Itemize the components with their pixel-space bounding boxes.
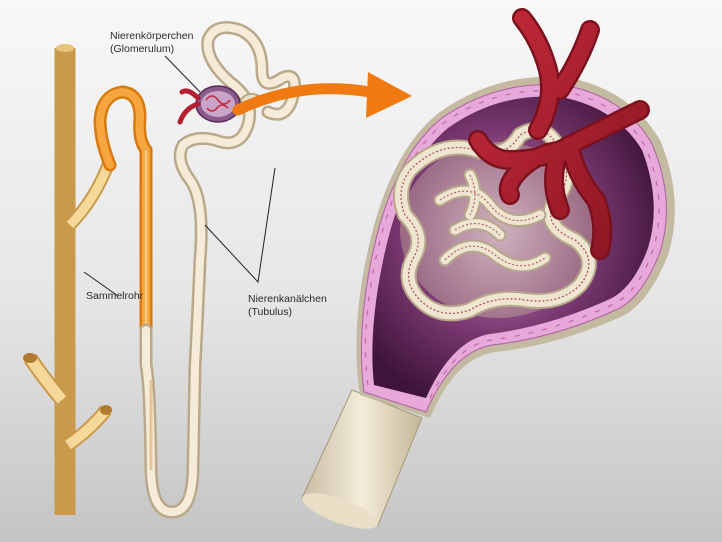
sammelrohr-label: Sammelrohr	[86, 290, 143, 303]
tubulus-label-line2: (Tubulus)	[248, 306, 292, 318]
distal-loop-orange	[93, 85, 153, 337]
blood-vessels	[468, 8, 650, 260]
collecting-duct	[23, 44, 117, 515]
bowman-capsule-large	[301, 8, 675, 529]
glomerulum-label: Nierenkörperchen (Glomerulum)	[110, 30, 193, 56]
tubulus-label-line1: Nierenkanälchen	[248, 293, 327, 305]
leader-lines	[83, 55, 276, 297]
glomerulum-label-line2: (Glomerulum)	[110, 43, 175, 55]
renal-tubule	[139, 21, 301, 519]
sammelrohr-label-text: Sammelrohr	[86, 290, 144, 302]
tubulus-label: Nierenkanälchen (Tubulus)	[248, 293, 327, 319]
zoom-arrow	[232, 72, 412, 118]
glomerulum-label-line1: Nierenkörperchen	[110, 30, 194, 42]
